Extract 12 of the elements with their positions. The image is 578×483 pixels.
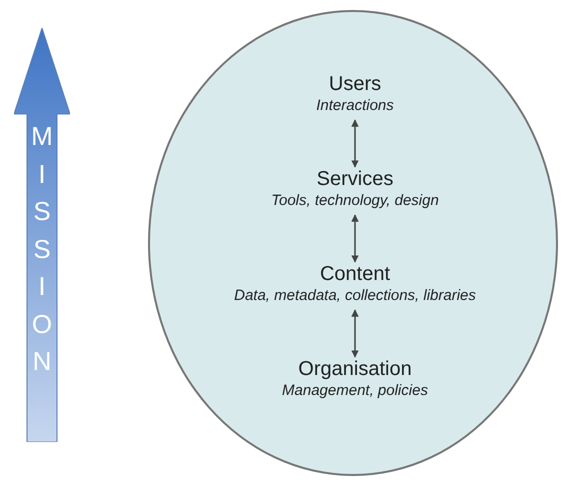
- layer-description: Data, metadata, collections, libraries: [233, 286, 477, 306]
- layer-title: Users: [328, 72, 382, 96]
- layer-title: Content: [318, 262, 392, 286]
- layer-title: Organisation: [297, 357, 413, 381]
- layer-description: Management, policies: [281, 381, 429, 401]
- layer-description: Tools, technology, design: [270, 191, 440, 211]
- double-arrow: [351, 309, 359, 358]
- layer-title: Services: [316, 167, 394, 191]
- double-arrow: [351, 119, 359, 168]
- vertical-label: MISSION: [31, 120, 53, 378]
- layer-description: Interactions: [315, 96, 395, 116]
- double-arrow: [351, 214, 359, 263]
